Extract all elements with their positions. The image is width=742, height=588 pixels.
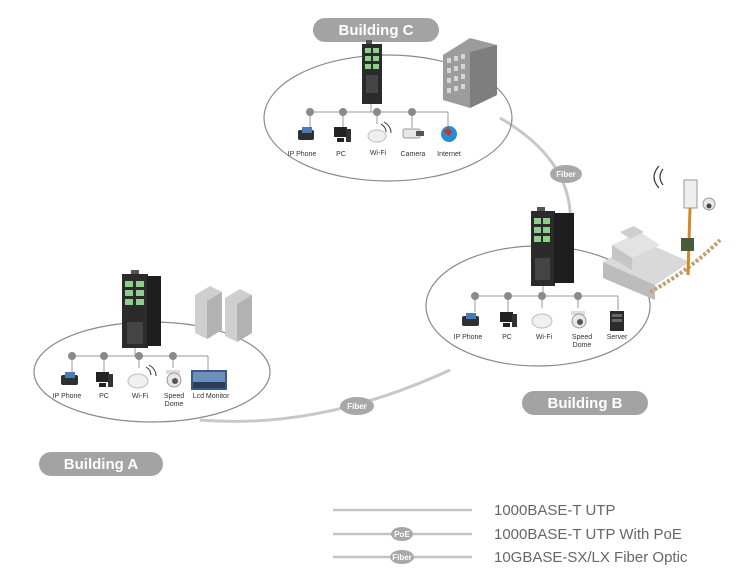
device-label-wifi: Wi-Fi [370,150,387,157]
svg-text:1000BASE-T UTP With PoE: 1000BASE-T UTP With PoE [494,526,682,543]
switch-a-icon [122,270,161,348]
device-label-speed: Speed [572,334,592,341]
wifi-ap-icon [531,313,553,329]
device-label-internet: Internet [437,151,461,158]
svg-text:Fiber: Fiber [556,170,576,179]
fiber-badge-a-b: Fiber [340,397,374,415]
device-label-pc: PC [99,393,109,400]
building-b-title-pill: Building B [522,391,648,415]
server-icon [610,311,624,331]
legend-item-utp: 1000BASE-T UTP [333,502,615,519]
device-label-pc: PC [336,151,346,158]
building-a-cables [71,348,209,372]
device-label-speed: Speed [164,393,184,400]
lcd-monitor-icon [191,370,227,390]
svg-text:10GBASE-SX/LX Fiber Optic: 10GBASE-SX/LX Fiber Optic [494,549,688,566]
wifi-ap-icon [127,364,157,389]
fiber-link-a-to-b [199,368,451,423]
campus-illustration [603,226,722,300]
fiber-badge: Fiber [392,553,412,562]
pc-icon [96,372,113,387]
building-b-poe-dots [471,292,582,300]
internet-globe-icon [441,126,457,142]
building-c-title-pill: Building C [313,18,439,42]
device-label-ip-phone: IP Phone [288,151,317,158]
building-c-cables [309,104,449,128]
svg-text:Building B: Building B [548,395,623,412]
poe-badge: PoE [394,530,410,539]
device-label-pc: PC [502,334,512,341]
device-label-wifi: Wi-Fi [536,334,553,341]
legend-item-fiber: Fiber 10GBASE-SX/LX Fiber Optic [333,549,688,566]
device-label-ip-phone: IP Phone [53,393,82,400]
ip-phone-icon [61,372,78,385]
building-c-poe-dots [306,108,416,116]
switch-c-icon [362,40,382,104]
legend: 1000BASE-T UTP PoE 1000BASE-T UTP With P… [333,502,688,566]
building-b-group: IP Phone PC Wi-Fi Speed Dome Server Buil… [425,165,722,415]
building-c-zone [263,54,513,182]
device-label-lcd-monitor: Lcd Monitor [193,393,230,400]
device-label-ip-phone: IP Phone [454,334,483,341]
svg-text:Fiber: Fiber [347,402,367,411]
building-c-group: Building C [263,18,513,182]
svg-text:Building A: Building A [64,456,139,473]
building-b-cables [474,286,619,312]
camera-icon [402,128,424,139]
server-rack-icon [195,286,252,342]
device-label-wifi: Wi-Fi [132,393,149,400]
fiber-badge-c-b: Fiber [550,165,582,183]
building-a-poe-dots [68,352,177,360]
switch-b-icon [531,207,574,286]
outdoor-wireless-pole-icon [653,165,716,276]
speed-dome-camera-icon [571,311,587,329]
pc-icon [500,312,517,327]
speed-dome-camera-icon [166,370,182,388]
svg-text:1000BASE-T UTP: 1000BASE-T UTP [494,502,615,519]
building-a-group: IP Phone PC Wi-Fi Speed Dome Lcd Monitor… [33,270,271,476]
device-label-camera: Camera [401,151,426,158]
device-label-dome: Dome [573,342,592,349]
pc-icon [334,127,351,142]
device-label-dome: Dome [165,401,184,408]
building-a-title-pill: Building A [39,452,163,476]
wifi-ap-icon [367,121,392,143]
ip-phone-icon [462,313,479,326]
office-building-icon [443,38,497,108]
svg-text:Building C: Building C [339,22,414,39]
legend-item-poe: PoE 1000BASE-T UTP With PoE [333,526,682,543]
device-label-server: Server [607,334,628,341]
ip-phone-icon [298,127,314,140]
